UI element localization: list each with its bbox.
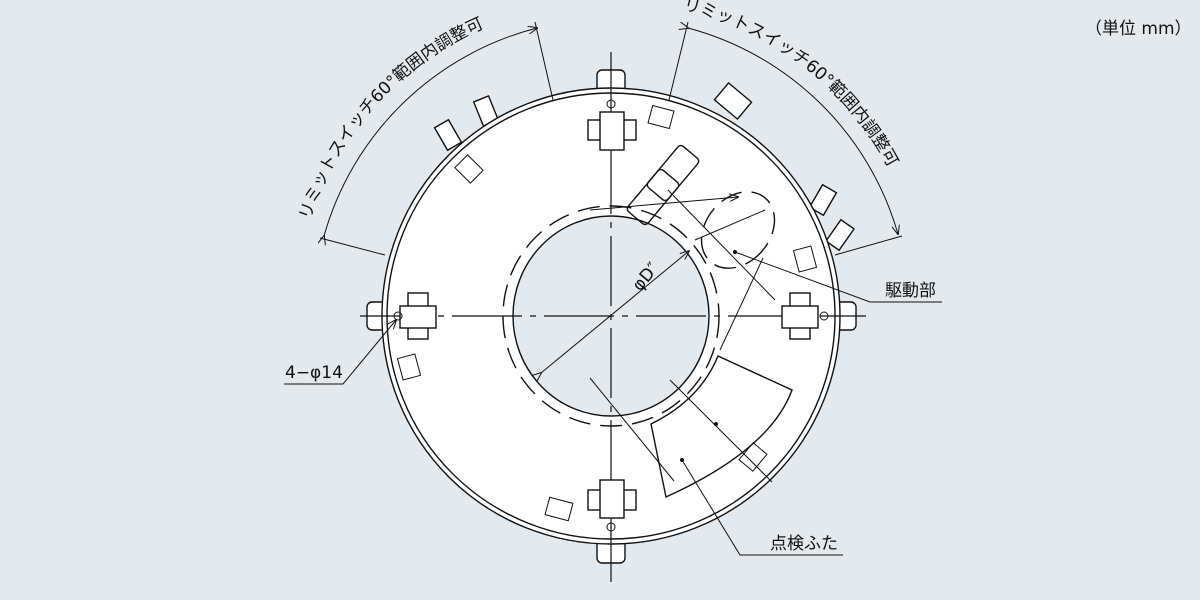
inspection-cover-leader xyxy=(681,459,843,556)
unit-label: （単位 mm） xyxy=(1085,19,1192,39)
holes-label: 4−φ14 xyxy=(285,363,343,383)
inspection-cover-label: 点検ふた xyxy=(770,534,838,554)
inspection-cover xyxy=(589,355,793,498)
drive-unit-label: 駆動部 xyxy=(885,281,936,301)
drive-unit-leader xyxy=(734,251,942,303)
diameter-dimension xyxy=(541,251,689,373)
holes-leader xyxy=(284,320,396,385)
bracket-blocks xyxy=(393,99,829,532)
